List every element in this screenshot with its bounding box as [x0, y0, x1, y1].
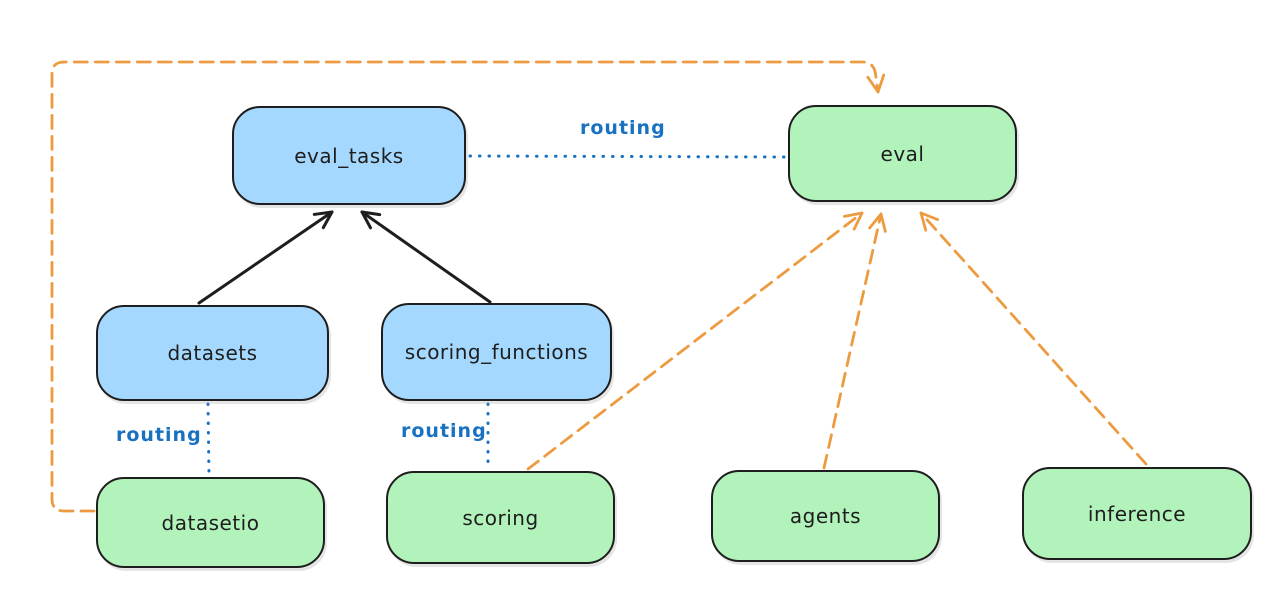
edge-label-routing-eval_tasks-eval: routing	[580, 117, 666, 139]
node-eval-tasks-label: eval_tasks	[294, 143, 404, 168]
node-scoring-functions-label: scoring_functions	[404, 340, 589, 364]
node-eval: eval	[788, 105, 1017, 202]
edge-datasets-to-datasetio-routing	[206, 402, 211, 476]
node-scoring-label: scoring	[462, 505, 539, 530]
node-inference-label: inference	[1087, 501, 1187, 526]
node-datasetio-label: datasetio	[161, 510, 260, 535]
edge-agents-to-eval	[822, 212, 887, 470]
edge-scoring-to-eval	[526, 211, 864, 471]
edge-label-routing-scoring_functions-scoring: routing	[401, 420, 487, 442]
node-datasets-label: datasets	[167, 341, 258, 365]
node-agents: agents	[711, 470, 940, 562]
edge-inference-to-eval	[919, 211, 1148, 466]
edge-datasets-to-eval_tasks	[197, 210, 334, 305]
node-inference: inference	[1022, 467, 1252, 560]
edge-scoring_functions-to-eval_tasks	[360, 210, 492, 304]
node-datasetio: datasetio	[96, 477, 325, 568]
node-agents-label: agents	[789, 504, 862, 528]
node-datasets: datasets	[96, 305, 329, 401]
node-scoring-functions: scoring_functions	[381, 303, 612, 401]
node-eval-tasks: eval_tasks	[232, 106, 466, 205]
edge-datasetio-to-eval	[50, 60, 886, 513]
node-eval-label: eval	[880, 141, 925, 166]
edge-label-routing-datasets-datasetio: routing	[116, 424, 202, 446]
edge-eval_tasks-to-eval-routing	[468, 154, 787, 159]
node-scoring: scoring	[386, 471, 615, 564]
